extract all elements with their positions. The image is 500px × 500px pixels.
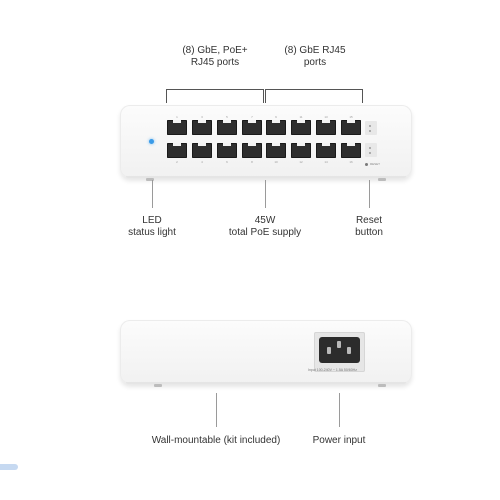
reset-button-label: Reset button [355, 215, 383, 238]
port-number: 14 [324, 160, 328, 164]
rj45-port-poe [192, 143, 212, 158]
led-status-light [149, 139, 154, 144]
reset-button [365, 163, 368, 166]
indicator-panel [365, 121, 377, 135]
port-number: 16 [349, 160, 353, 164]
indicator-dot [369, 147, 371, 149]
rj45-port [341, 120, 361, 135]
socket-pin [347, 347, 351, 354]
led-status-label: LED status light [128, 215, 176, 238]
rj45-port-poe [167, 143, 187, 158]
corner-marker [0, 464, 18, 470]
poe-budget-label: 45W total PoE supply [228, 215, 302, 238]
wall-mount-guide-line [216, 393, 217, 427]
rj45-port-poe [242, 143, 262, 158]
port-number: 10 [274, 160, 278, 164]
rj45-port-poe [167, 120, 187, 135]
power-input-label: Power input [312, 435, 366, 446]
reset-guide-line [369, 180, 370, 208]
port-number: 6 [226, 160, 228, 164]
device-foot [378, 178, 386, 181]
switch-back-view: Input 100-240V ~ 1.5A 50/60Hz [120, 320, 412, 384]
device-base [126, 176, 406, 178]
indicator-dot [369, 125, 371, 127]
device-foot [378, 384, 386, 387]
power-spec-text: Input 100-240V ~ 1.5A 50/60Hz [308, 368, 357, 372]
port-number: 7 [251, 115, 253, 119]
port-number: 1 [176, 115, 178, 119]
indicator-dot [369, 152, 371, 154]
rj45-port-poe [192, 120, 212, 135]
rj45-port [316, 143, 336, 158]
port-number: 9 [275, 115, 277, 119]
gbe-ports-label: (8) GbE RJ45 ports [284, 45, 346, 68]
wall-mount-label: Wall-mountable (kit included) [151, 435, 281, 446]
rj45-port [341, 143, 361, 158]
device-foot [154, 384, 162, 387]
port-number: 13 [324, 115, 328, 119]
poe-ports-label: (8) GbE, PoE+ RJ45 ports [182, 45, 248, 68]
device-foot [146, 178, 154, 181]
rj45-port-poe [217, 120, 237, 135]
port-number: 4 [201, 160, 203, 164]
port-number: 8 [251, 160, 253, 164]
indicator-panel [365, 143, 377, 157]
port-number: 15 [349, 115, 353, 119]
rj45-port-poe [217, 143, 237, 158]
indicator-dot [369, 130, 371, 132]
power-socket-icon [319, 337, 360, 363]
rj45-port [291, 143, 311, 158]
port-number: 11 [299, 115, 303, 119]
device-base [126, 382, 406, 384]
socket-pin [327, 347, 331, 354]
port-number: 3 [201, 115, 203, 119]
rj45-port [266, 120, 286, 135]
socket-pin [337, 341, 341, 348]
port-number: 2 [176, 160, 178, 164]
rj45-port [291, 120, 311, 135]
switch-front-view: 1 3 5 7 9 11 13 15 2 4 6 8 10 12 14 16 R… [120, 105, 412, 178]
poe-guide-line [265, 180, 266, 208]
port-number: 12 [299, 160, 303, 164]
rj45-port [266, 143, 286, 158]
rj45-port-poe [242, 120, 262, 135]
port-number: 5 [226, 115, 228, 119]
power-input-guide-line [339, 393, 340, 427]
reset-marking: RESET [370, 162, 381, 166]
rj45-port [316, 120, 336, 135]
led-guide-line [152, 180, 153, 208]
